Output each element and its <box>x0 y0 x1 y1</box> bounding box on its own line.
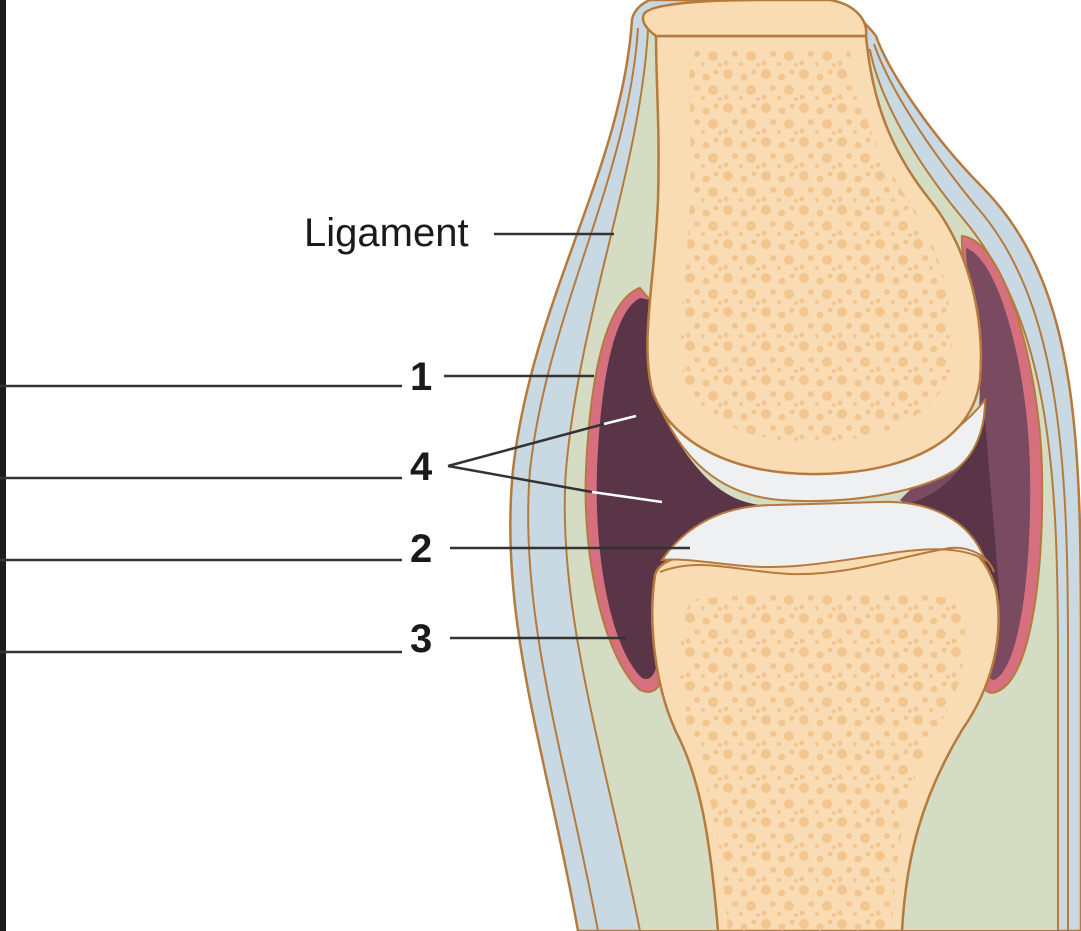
ligament-inner-line <box>527 27 639 931</box>
label-ligament: Ligament <box>304 211 469 255</box>
lower-cartilage <box>659 500 987 569</box>
leader-line-4-upper-white <box>603 414 637 426</box>
leader-line-4-lower-white <box>591 490 663 504</box>
label-1: 1 <box>410 355 432 399</box>
ligament-inner-line-right <box>873 43 1069 931</box>
label-4: 4 <box>410 445 433 489</box>
lower-bone-spongy <box>679 591 966 931</box>
leader-line-4-upper <box>447 422 605 468</box>
left-edge-strip <box>0 0 6 931</box>
lower-cartilage-line <box>659 546 995 576</box>
leader-line-4-lower <box>447 464 593 494</box>
label-3: 3 <box>410 617 432 661</box>
label-2: 2 <box>410 527 432 571</box>
upper-bone-cut-end <box>641 0 868 38</box>
upper-bone-spongy <box>680 48 953 443</box>
joint-cavity-left <box>596 298 700 679</box>
